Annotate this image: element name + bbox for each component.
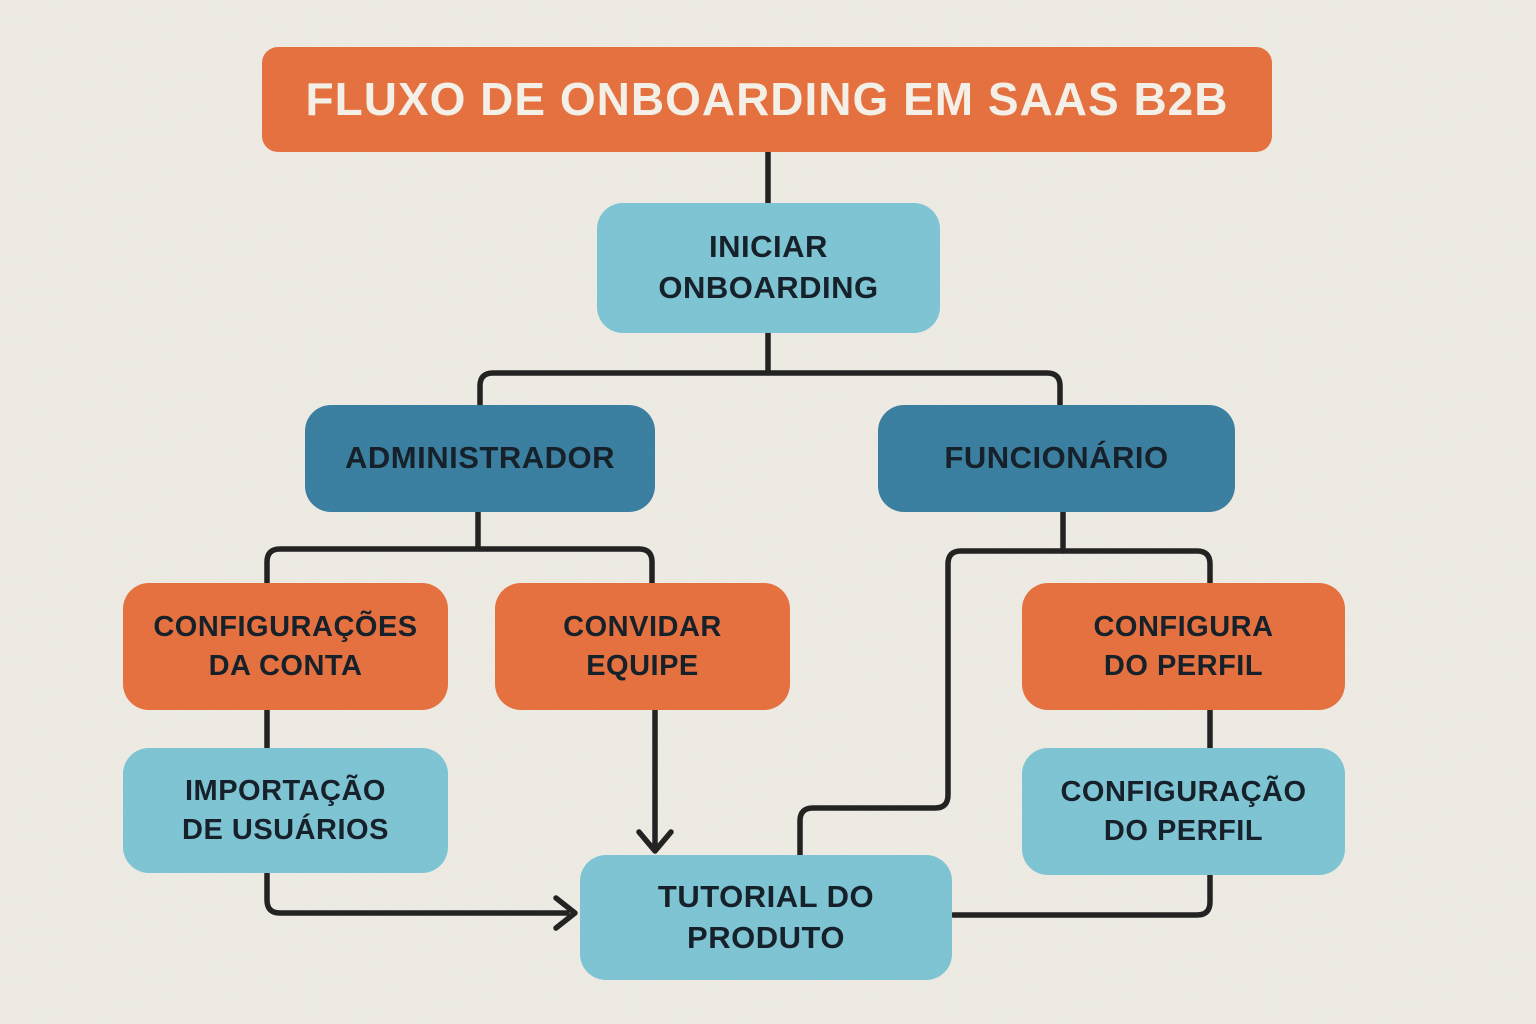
node-label: CONVIDAR EQUIPE (563, 611, 722, 682)
node-configuracao-do-perfil: CONFIGURAÇÃO DO PERFIL (1022, 748, 1345, 875)
node-label: CONFIGURAÇÃO DO PERFIL (1060, 776, 1307, 847)
edge-iniciar-split-administrador-funcionario (477, 370, 1063, 409)
node-administrador: ADMINISTRADOR (305, 405, 655, 512)
node-label: CONFIGURA DO PERFIL (1093, 611, 1274, 682)
node-tutorial-do-produto: TUTORIAL DO PRODUTO (580, 855, 952, 980)
node-label: ADMINISTRADOR (345, 440, 615, 476)
edge-configuracao-tutorial (950, 871, 1213, 918)
node-iniciar-onboarding: INICIAR ONBOARDING (597, 203, 940, 333)
node-configuracoes-da-conta: CONFIGURAÇÕES DA CONTA (123, 583, 448, 710)
node-label: CONFIGURAÇÕES DA CONTA (153, 611, 418, 682)
node-label: TUTORIAL DO PRODUTO (657, 878, 875, 955)
node-label: FUNCIONÁRIO (944, 440, 1169, 476)
node-funcionario: FUNCIONÁRIO (878, 405, 1235, 512)
node-label: IMPORTAÇÃO DE USUÁRIOS (182, 775, 389, 846)
node-configura-do-perfil: CONFIGURA DO PERFIL (1022, 583, 1345, 710)
title-banner: FLUXO DE ONBOARDING EM SAAS B2B (262, 47, 1272, 152)
title-text: FLUXO DE ONBOARDING EM SAAS B2B (305, 73, 1229, 126)
node-convidar-equipe: CONVIDAR EQUIPE (495, 583, 790, 710)
edge-administrador-split-conta-equipe (264, 546, 655, 587)
edge-importacao-tutorial (264, 869, 570, 916)
node-importacao-de-usuarios: IMPORTAÇÃO DE USUÁRIOS (123, 748, 448, 873)
node-label: INICIAR ONBOARDING (658, 229, 879, 305)
